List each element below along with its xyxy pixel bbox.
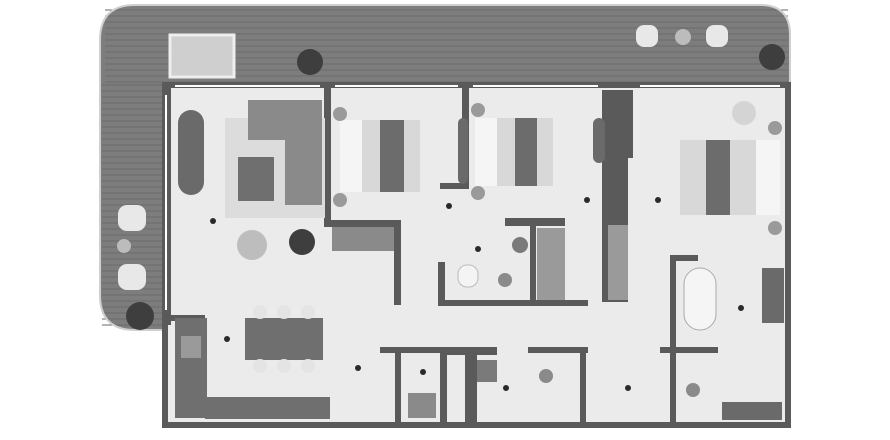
desk [593,118,605,163]
room-marker [584,197,590,203]
room-marker [210,218,216,224]
cooktop [181,336,201,358]
windows [165,85,780,310]
dining-chairs [253,305,315,373]
armchair [237,230,267,260]
bathtub [683,267,717,331]
room-marker [475,246,481,252]
outdoor-chair [706,25,728,47]
room-marker [355,365,361,371]
room-marker [625,385,631,391]
bed-1 [333,107,420,207]
coffee-table [238,157,274,201]
plant-icon [297,49,323,75]
plant-icon [289,229,315,255]
sofa [248,100,322,205]
wardrobe [608,225,628,300]
room-marker [503,385,509,391]
sink [477,360,497,382]
wardrobe [332,227,394,251]
vanity [722,402,782,420]
interior-walls [165,85,718,425]
plant-icon [759,44,785,70]
room-marker [655,197,661,203]
room-markers [210,197,744,391]
wardrobe [537,228,565,300]
outdoor-table [675,29,691,45]
room-marker [446,203,452,209]
bed-2 [471,103,553,200]
room-marker [224,336,230,342]
shower-drain [539,369,553,383]
desk [458,118,468,184]
plant-icon [126,302,154,330]
shower-drain [686,383,700,397]
kitchen-counter [175,318,207,418]
room-marker [420,369,426,375]
vanity [762,268,784,323]
tv-unit [178,110,204,195]
room-marker [738,305,744,311]
outdoor-table [117,239,131,253]
outdoor-chair [118,264,146,290]
toilet [457,264,479,288]
kitchen-counter [205,397,330,419]
shower-drain [498,273,512,287]
sun-lounger [168,33,236,79]
armchair [732,101,756,125]
washer [408,393,436,418]
outdoor-chair [636,25,658,47]
sink [512,237,528,253]
outdoor-chair [118,205,146,231]
master-bed [680,121,782,235]
dining-table [245,318,323,360]
